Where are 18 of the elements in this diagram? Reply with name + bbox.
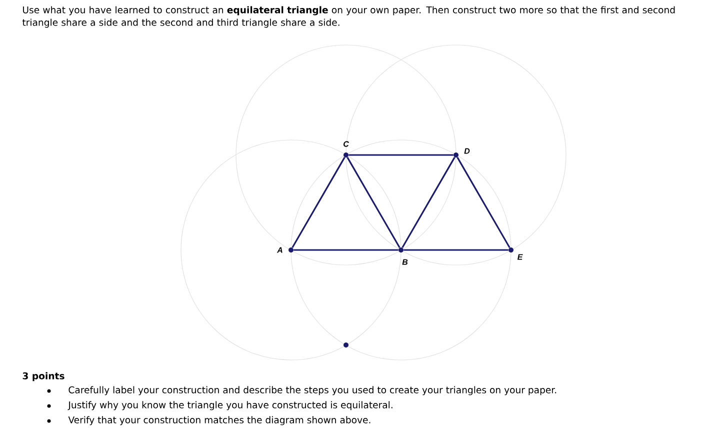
point-label: D bbox=[464, 148, 470, 154]
triangle-side bbox=[404, 249, 508, 251]
point-label: E bbox=[517, 254, 523, 260]
instructions: Use what you have learned to construct an equilateral triangle on your own paper. Then construct two more so that the first and second triangle share a side and the second and third triangle share a side. bbox=[22, 6, 675, 28]
bullet-text: Justify why you know the triangle you have constructed is equilateral. bbox=[68, 401, 392, 410]
points-heading: 3 points bbox=[22, 372, 64, 382]
point-label: B bbox=[402, 259, 408, 265]
triangle-side bbox=[348, 154, 454, 156]
bullet-text: Carefully label your construction and describe the steps you used to create your triangles on your paper. bbox=[68, 386, 556, 396]
point-label: A bbox=[276, 247, 282, 253]
point bbox=[344, 342, 348, 348]
triangle-side bbox=[294, 249, 398, 251]
triangle-side bbox=[402, 156, 456, 248]
point-label: C bbox=[344, 141, 349, 147]
triangle-side bbox=[292, 156, 346, 248]
bullet-text: Verify that your construction matches the diagram shown above. bbox=[68, 416, 370, 426]
triangle-side bbox=[346, 156, 400, 248]
triangle-side bbox=[456, 156, 510, 248]
